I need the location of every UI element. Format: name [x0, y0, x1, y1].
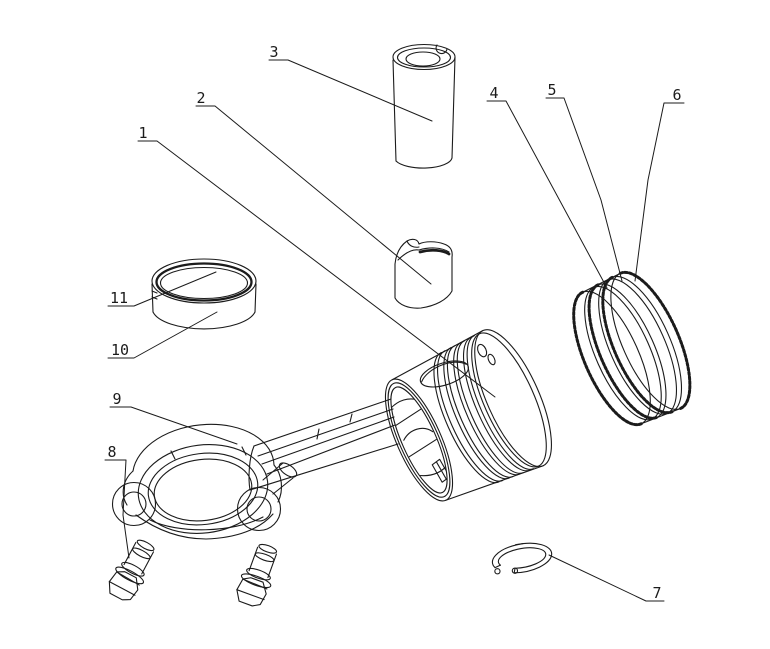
callout-4: 4: [486, 84, 608, 289]
rod-bolt-right: [236, 543, 278, 607]
callout-3: 3: [268, 43, 433, 122]
callout-4-label: 4: [489, 84, 498, 102]
callout-2: 2: [195, 89, 432, 285]
callout-10: 10: [107, 311, 218, 359]
callout-2-leader: [195, 105, 432, 285]
callout-9-leader: [109, 406, 238, 445]
callout-3-leader: [268, 59, 433, 122]
rod-bolt-left: [108, 539, 155, 601]
callout-7-label: 7: [652, 584, 661, 602]
bearing-shell-ring: [151, 258, 257, 330]
callout-9-label: 9: [112, 390, 121, 408]
callout-2-label: 2: [196, 89, 205, 107]
callout-11-leader: [107, 271, 217, 307]
small-end-bushing: [394, 238, 453, 309]
callout-1-label: 1: [138, 124, 147, 142]
callout-5-leader: [545, 97, 623, 282]
callout-5: 5: [545, 81, 623, 282]
callout-11: 11: [107, 271, 217, 307]
callout-6-leader: [634, 102, 685, 282]
callout-6-label: 6: [672, 86, 681, 104]
callout-6: 6: [634, 86, 685, 282]
callout-8-leader: [104, 459, 130, 559]
callout-4-leader: [486, 100, 608, 289]
callout-8-label: 8: [107, 443, 116, 461]
circlip: [491, 542, 553, 575]
callout-5-label: 5: [547, 81, 556, 99]
connecting-rod: [111, 398, 399, 540]
piston-ring-grooves: [433, 335, 535, 484]
piston: [384, 329, 552, 502]
callout-11-label: 11: [110, 289, 128, 307]
callout-10-label: 10: [111, 341, 129, 359]
callout-7-leader: [548, 554, 665, 602]
callout-3-label: 3: [269, 43, 278, 61]
callout-10-leader: [107, 311, 218, 359]
callout-7: 7: [548, 554, 665, 602]
callout-1: 1: [137, 124, 496, 398]
callout-9: 9: [109, 390, 238, 445]
callout-8: 8: [104, 443, 130, 559]
piston-pin: [392, 43, 456, 169]
callout-1-leader: [137, 140, 496, 398]
piston-ring-set: [572, 270, 692, 427]
